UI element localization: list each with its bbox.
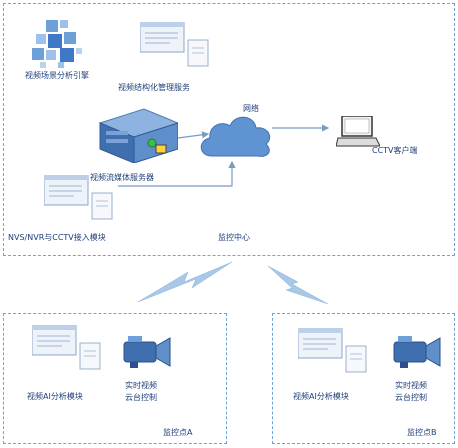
server-label: 视频流媒体服务器 xyxy=(90,173,154,182)
site-b-analysis-label: 视频AI分析模块 xyxy=(293,392,349,401)
server-icon xyxy=(98,108,178,163)
video-camera-icon xyxy=(393,336,441,368)
network-label: 网络 xyxy=(243,104,259,113)
client-label: CCTV客户端 xyxy=(372,146,418,155)
center-title: 监控中心 xyxy=(218,233,250,242)
document-stack-icon xyxy=(298,328,367,373)
site-b-camera-line2: 云台控制 xyxy=(395,393,427,402)
site-a-camera-line1: 实时视频 xyxy=(125,381,157,390)
site-b-box xyxy=(272,313,455,444)
document-stack-icon xyxy=(32,325,101,370)
document-stack-icon xyxy=(140,22,209,67)
grid-blocks-icon xyxy=(32,20,82,68)
access-to-cloud-link xyxy=(118,160,236,187)
analysis-engine-label: 视频场景分析引擎 xyxy=(25,71,89,80)
site-a-camera-line2: 云台控制 xyxy=(125,393,157,402)
document-stack-icon xyxy=(44,175,113,220)
site-a-box xyxy=(3,313,227,444)
lightning-icon xyxy=(137,261,329,305)
site-b-camera-line1: 实时视频 xyxy=(395,381,427,390)
site-a-title: 监控点A xyxy=(163,428,193,437)
site-b-title: 监控点B xyxy=(407,428,437,437)
monitoring-center-box xyxy=(3,3,455,256)
video-camera-icon xyxy=(123,336,171,368)
laptop-icon xyxy=(336,116,380,147)
site-a-analysis-label: 视频AI分析模块 xyxy=(27,392,83,401)
cloud-icon xyxy=(200,116,271,157)
access-module-label: NVS/NVR与CCTV接入模块 xyxy=(8,233,106,242)
management-service-label: 视频结构化管理服务 xyxy=(118,83,190,92)
server-to-cloud-link xyxy=(177,131,210,139)
